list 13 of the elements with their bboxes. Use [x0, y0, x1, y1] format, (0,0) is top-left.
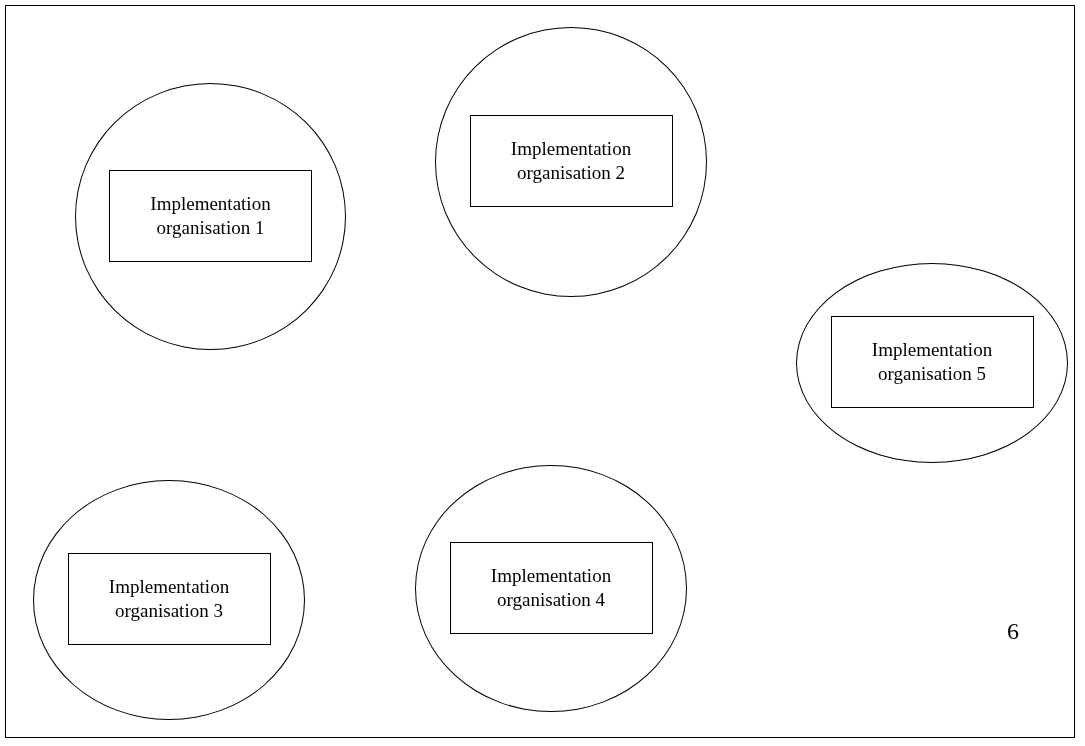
circle-outline: [415, 465, 687, 712]
process-box: [67, 553, 271, 645]
box-text: Implementation organisation 2: [509, 137, 633, 185]
process-box: [469, 115, 673, 207]
process-box: [830, 316, 1034, 408]
box-text: Implementation organisation 3: [107, 575, 231, 623]
box-text: Implementation organisation 1: [149, 191, 272, 240]
page-number: 6: [1007, 618, 1019, 645]
circle-outline: [75, 83, 346, 350]
box-text: Implementation organisation 4: [489, 563, 613, 612]
process-box: [449, 541, 653, 634]
process-box: [109, 169, 312, 262]
box-text: Implementation organisation 5: [870, 338, 994, 386]
